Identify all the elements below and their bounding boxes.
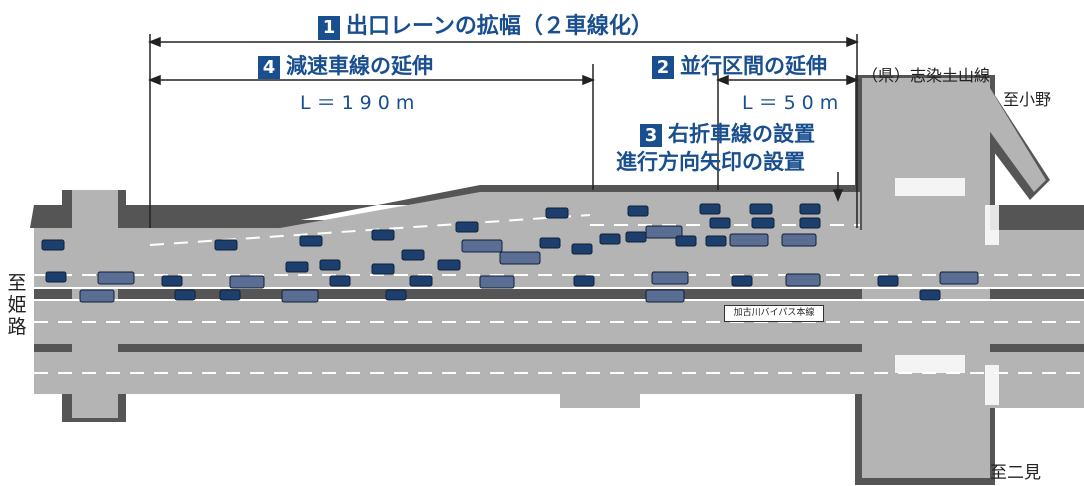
item-3-second-line: 進行方向矢印の設置 <box>616 150 805 174</box>
vehicle <box>645 289 685 303</box>
vehicle <box>385 289 407 301</box>
vehicle <box>319 259 341 271</box>
vehicle <box>437 259 461 271</box>
item-4-label: 4 減速車線の延伸 <box>258 50 433 80</box>
vehicle <box>229 275 265 289</box>
item-4-number: 4 <box>258 56 280 79</box>
vehicle <box>219 289 241 301</box>
vehicle <box>371 263 395 275</box>
vehicle <box>174 289 196 301</box>
vehicle <box>939 271 979 285</box>
vehicle <box>214 239 238 251</box>
vehicle <box>545 207 569 219</box>
vehicle <box>781 233 817 247</box>
to-himeji-char-3: 路 <box>7 316 27 338</box>
vehicle <box>731 275 753 287</box>
vehicle <box>877 275 899 287</box>
vehicle <box>799 203 821 215</box>
vehicle <box>699 203 721 215</box>
item-1-number: 1 <box>318 16 340 40</box>
vehicle <box>729 233 769 247</box>
to-himeji-char-2: 姫 <box>7 294 27 316</box>
to-ono-label: 至小野 <box>1003 90 1052 109</box>
vehicle <box>799 217 821 229</box>
mainline-label: 加古川バイパス本線 <box>724 305 824 322</box>
vehicle <box>599 233 621 245</box>
vehicle <box>675 235 697 247</box>
item-3-text: 右折車線の設置 <box>668 122 815 146</box>
vehicle <box>705 235 727 247</box>
to-himeji-label: 至 姫 路 <box>6 272 28 338</box>
vehicle <box>645 225 683 239</box>
vehicle <box>455 221 479 233</box>
vehicle <box>479 275 515 289</box>
vehicle <box>571 243 593 255</box>
to-futami-label: 至二見 <box>990 463 1041 483</box>
to-himeji-char-1: 至 <box>7 272 27 294</box>
prefectural-road-label: （県）志染土山線 <box>862 66 991 85</box>
item-3-label: 3 右折車線の設置 <box>640 118 815 148</box>
item-2-text: 並行区間の延伸 <box>680 54 827 78</box>
vehicle <box>651 271 689 285</box>
vehicle <box>539 237 561 249</box>
vehicle <box>409 275 433 287</box>
item-2-number: 2 <box>652 56 674 79</box>
decel-length-label: L＝190m <box>300 92 421 114</box>
vehicle <box>281 289 319 303</box>
vehicle <box>79 289 115 303</box>
vehicle <box>749 203 773 215</box>
item-1-text: 出口レーンの拡幅（２車線化） <box>346 14 653 39</box>
vehicle <box>97 271 135 285</box>
vehicle <box>41 239 65 251</box>
vehicle <box>45 271 67 283</box>
vehicle <box>499 251 541 265</box>
vehicle <box>401 249 425 261</box>
vehicle <box>751 217 775 229</box>
vehicle <box>461 239 503 253</box>
item-4-text: 減速車線の延伸 <box>286 54 433 78</box>
vehicle <box>785 273 821 287</box>
vehicle <box>371 229 395 241</box>
vehicle <box>627 205 649 217</box>
parallel-length-label: L＝50m <box>742 92 845 114</box>
vehicle <box>573 275 595 287</box>
vehicle <box>299 235 323 247</box>
vehicle <box>919 289 941 301</box>
vehicle <box>625 231 647 243</box>
item-2-label: 2 並行区間の延伸 <box>652 50 827 80</box>
vehicle <box>285 261 309 273</box>
vehicle <box>329 275 351 287</box>
vehicle <box>709 217 731 229</box>
item-3-number: 3 <box>640 124 662 147</box>
vehicle <box>161 275 183 287</box>
